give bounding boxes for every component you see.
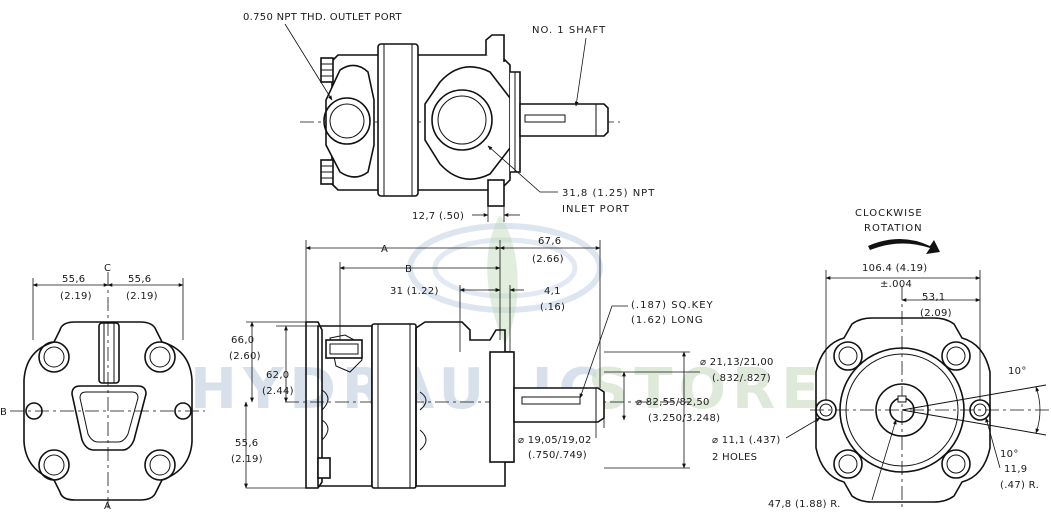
radius-label: 47,8 (1.88) R.: [768, 499, 841, 510]
angle-top: 10°: [1008, 366, 1027, 377]
dia-21-mm: ⌀ 21,13/21,00: [700, 357, 774, 368]
dim-66-in: (2.60): [229, 351, 261, 362]
dim-106-mm: 106.4 (4.19): [862, 263, 927, 274]
dia-82-in: (3.250/3.248): [648, 413, 720, 424]
side-view: A 67,6 (2.66) B 31 (1.22) 4,1 (.16) (.18…: [229, 236, 774, 489]
key-size: (.187) SQ.KEY: [631, 300, 714, 311]
bolt-head-icon: [38, 341, 176, 481]
dim-55-mm: 55,6: [235, 438, 258, 449]
bolt-head-icon: [833, 341, 971, 479]
label-b-side: B: [405, 264, 412, 275]
rotation-arrow-icon: [868, 239, 940, 254]
dim-66-mm: 66,0: [231, 335, 254, 346]
dim-119-mm: 11,9: [1004, 464, 1027, 475]
label-c: C: [104, 263, 111, 274]
rotation-label-2: ROTATION: [864, 223, 923, 234]
dia-19-mm: ⌀ 19,05/19,02: [518, 435, 592, 446]
dim-62-in: (2.44): [262, 386, 294, 397]
key-length: (1.62) LONG: [631, 315, 704, 326]
dia-19-in: (.750/.749): [528, 450, 587, 461]
shaft-label: NO. 1 SHAFT: [532, 25, 606, 36]
inlet-port-label: INLET PORT: [562, 204, 630, 215]
dia-82-mm: ⌀ 82,55/82,50: [636, 397, 710, 408]
right-view: 10° 10° CLOCKWISE ROTATION 106.4 (4.19) …: [712, 208, 1051, 510]
dim-67-in: (2.66): [532, 254, 564, 265]
label-b: B: [0, 407, 7, 418]
dim-31: 31 (1.22): [390, 286, 439, 297]
watermark-text-store: STORE: [588, 357, 826, 422]
dim-55-in: (2.19): [231, 454, 263, 465]
angle-bottom: 10°: [1000, 449, 1019, 460]
dim-53-in: (2.09): [920, 308, 952, 319]
dim-62-mm: 62,0: [266, 370, 289, 381]
holes-dia: ⌀ 11,1 (.437): [712, 435, 781, 446]
dim-67-mm: 67,6: [538, 236, 561, 247]
dim-12-7: 12,7 (.50): [412, 211, 464, 222]
rotation-label-1: CLOCKWISE: [855, 208, 923, 219]
dim-left-mm: 55,6: [62, 274, 85, 285]
dim-53-mm: 53,1: [922, 292, 945, 303]
top-view: 0.750 NPT THD. OUTLET PORT NO. 1 SHAFT 3…: [243, 12, 655, 222]
dim-right-in: (2.19): [126, 291, 158, 302]
label-a-side: A: [381, 244, 388, 255]
dim-106-tol: ±.004: [880, 279, 912, 290]
dim-4-mm: 4,1: [544, 286, 561, 297]
inlet-port-size: 31,8 (1.25) NPT: [562, 188, 655, 199]
dim-4-in: (.16): [540, 302, 565, 313]
outlet-port-label: 0.750 NPT THD. OUTLET PORT: [243, 12, 402, 23]
dim-left-in: (2.19): [60, 291, 92, 302]
left-view: C 55,6 (2.19) 55,6 (2.19) B A: [0, 263, 205, 512]
dim-119-in: (.47) R.: [1000, 480, 1039, 491]
dia-21-in: (.832/.827): [712, 373, 771, 384]
label-a: A: [104, 501, 111, 512]
holes-count: 2 HOLES: [712, 452, 757, 463]
dim-right-mm: 55,6: [128, 274, 151, 285]
